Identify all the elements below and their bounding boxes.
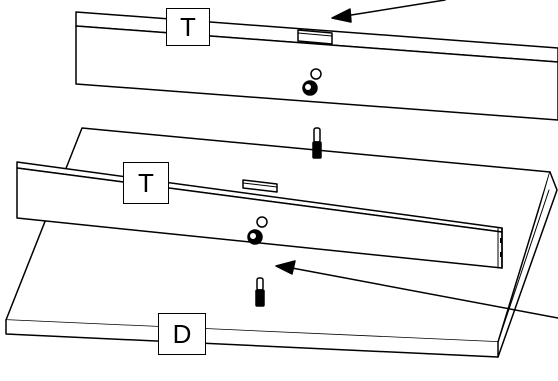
part-label-top-rail: T xyxy=(166,8,210,46)
lower-dowel-screw xyxy=(255,277,265,307)
part-label-middle-rail: T xyxy=(123,162,169,204)
part-label-base-board: D xyxy=(158,313,206,355)
middle-cam-lock xyxy=(247,216,268,245)
top-cam-lock xyxy=(302,68,322,96)
upper-dowel-screw xyxy=(312,127,322,159)
arrow-top xyxy=(331,0,446,23)
middle-clip-plate xyxy=(242,179,278,193)
top-clip-plate xyxy=(297,29,333,45)
arrow-bottom xyxy=(275,260,558,319)
top-rail xyxy=(75,11,558,121)
